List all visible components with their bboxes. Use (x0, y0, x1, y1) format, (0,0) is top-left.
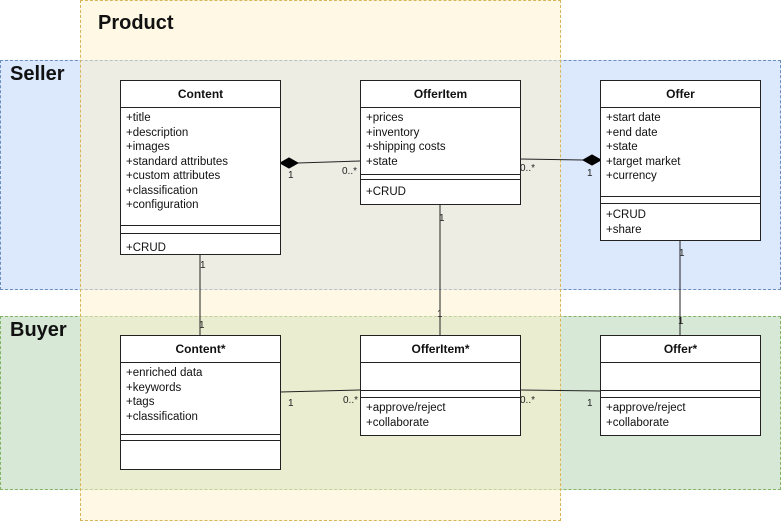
operation: +approve/reject (606, 402, 686, 414)
attribute: +start date (606, 112, 661, 124)
class-offer-buyer-name: Offer* (601, 336, 760, 363)
operation: +CRUD (126, 242, 166, 254)
attribute: +currency (606, 170, 657, 182)
class-offer-buyer-operations: +approve/reject +collaborate (601, 397, 760, 430)
class-separator (601, 390, 760, 397)
class-offer-operations: +CRUD +share (601, 203, 760, 237)
attribute: +keywords (126, 381, 182, 394)
class-separator (121, 434, 280, 440)
operation: +collaborate (606, 416, 669, 429)
operation: +share (606, 223, 642, 236)
class-offer[interactable]: Offer +start date +end date +state +targ… (600, 80, 761, 241)
class-content-attributes: +title +description +images +standard at… (121, 108, 280, 225)
class-offeritem-operations: +CRUD (361, 179, 520, 200)
class-content-buyer-name: Content* (121, 336, 280, 363)
operation: +approve/reject (366, 402, 446, 414)
attribute: +target market (606, 155, 681, 168)
mult-buyer-content-offeritem-right: 0..* (343, 395, 358, 406)
assoc-content-offeritem (297, 160, 361, 164)
operation: +CRUD (606, 209, 646, 221)
mult-content-vertical-bottom: 1 (199, 320, 205, 331)
class-offer-attributes: +start date +end date +state +target mar… (601, 108, 760, 196)
mult-offeritem-vertical-top: 1 (439, 213, 445, 224)
attribute: +images (126, 141, 170, 153)
attribute: +inventory (366, 126, 420, 139)
class-offeritem[interactable]: OfferItem +prices +inventory +shipping c… (360, 80, 521, 205)
attribute: +standard attributes (126, 155, 228, 168)
operation: +collaborate (366, 416, 429, 429)
mult-offeritem-vertical-bottom: 1 (437, 309, 443, 320)
class-separator (361, 390, 520, 397)
seller-lane-label: Seller (10, 63, 65, 85)
attribute: +configuration (126, 199, 199, 211)
assoc-offeritembuyer-offerbuyer (519, 389, 601, 392)
class-offer-name: Offer (601, 81, 760, 108)
composition-diamond-offer (581, 154, 603, 166)
class-content-operations: +CRUD (121, 233, 280, 256)
class-separator (121, 225, 280, 233)
class-offeritem-attributes: +prices +inventory +shipping costs +stat… (361, 108, 520, 174)
attribute: +end date (606, 126, 658, 139)
mult-content-vertical-top: 1 (200, 260, 206, 271)
mult-offer-vertical-bottom: 1 (678, 316, 684, 327)
class-offeritem-buyer-name: OfferItem* (361, 336, 520, 363)
mult-content-offeritem-left: 1 (288, 170, 294, 181)
mult-content-offeritem-right: 0..* (342, 166, 357, 177)
class-offer-buyer-attributes (601, 363, 760, 390)
attribute: +classification (126, 410, 198, 423)
class-content-buyer[interactable]: Content* +enriched data +keywords +tags … (120, 335, 281, 470)
assoc-contentbuyer-offeritembuyer (279, 389, 361, 393)
class-offer-buyer[interactable]: Offer* +approve/reject +collaborate (600, 335, 761, 436)
composition-diamond-content (278, 157, 300, 169)
class-offeritem-name: OfferItem (361, 81, 520, 108)
mult-buyer-content-offeritem-left: 1 (288, 398, 294, 409)
class-offeritem-buyer[interactable]: OfferItem* +approve/reject +collaborate (360, 335, 521, 436)
class-offeritem-buyer-attributes (361, 363, 520, 390)
class-separator (601, 196, 760, 203)
attribute: +state (366, 155, 398, 168)
product-lane-label: Product (98, 12, 174, 34)
attribute: +custom attributes (126, 170, 221, 182)
class-separator (361, 174, 520, 179)
mult-offeritem-offer-right: 1 (587, 168, 593, 179)
mult-offer-vertical-top: 1 (679, 248, 685, 259)
attribute: +enriched data (126, 367, 203, 379)
attribute: +description (126, 126, 189, 139)
attribute: +classification (126, 184, 198, 197)
class-content[interactable]: Content +title +description +images +sta… (120, 80, 281, 255)
attribute: +prices (366, 112, 404, 124)
assoc-offeritem-offer (519, 158, 584, 161)
class-content-buyer-operations (121, 440, 280, 444)
buyer-lane-label: Buyer (10, 319, 67, 341)
attribute: +state (606, 141, 638, 153)
class-offeritem-buyer-operations: +approve/reject +collaborate (361, 397, 520, 430)
class-content-buyer-attributes: +enriched data +keywords +tags +classifi… (121, 363, 280, 434)
attribute: +tags (126, 396, 155, 408)
attribute: +shipping costs (366, 141, 446, 153)
mult-buyer-offeritem-offer-right: 1 (587, 398, 593, 409)
attribute: +title (126, 112, 151, 124)
mult-offeritem-offer-left: 0..* (520, 163, 535, 174)
class-content-name: Content (121, 81, 280, 108)
mult-buyer-offeritem-offer-left: 0..* (520, 395, 535, 406)
operation: +CRUD (366, 186, 406, 198)
